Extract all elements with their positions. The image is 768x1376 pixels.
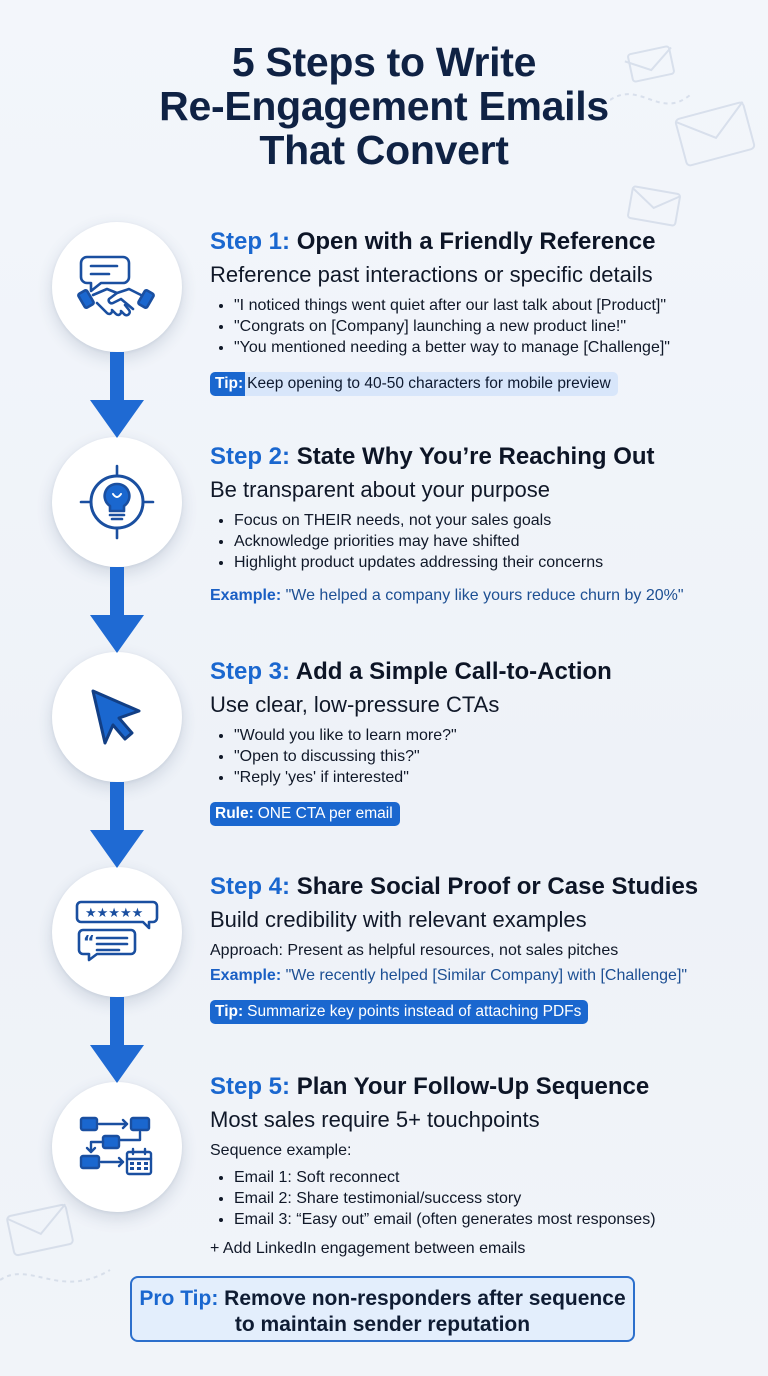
down-arrow-icon [90,352,144,438]
down-arrow-icon [90,567,144,653]
tip-label: Tip: [210,1000,244,1024]
step-subtitle: Use clear, low-pressure CTAs [210,692,500,717]
step-1-bullets: "I noticed things went quiet after our l… [210,295,755,358]
rule-label: Rule: [210,802,254,826]
cursor-arrow-icon [91,689,141,745]
reviews-chat-icon: ★★★★★ “ [75,900,159,962]
step-number: Step 2: [210,443,291,470]
step-2: Step 2: State Why You’re Reaching Out Be… [210,442,755,606]
step-number: Step 1: [210,228,291,255]
example-text: "We recently helped [Similar Company] wi… [285,967,688,984]
pro-tip-label: Pro Tip: [139,1287,219,1310]
step-1-icon-circle [52,222,182,352]
pro-tip-line-1: Pro Tip: Remove non-responders after seq… [132,1286,633,1312]
step-heading: Plan Your Follow-Up Sequence [296,1073,650,1100]
list-item: "Congrats on [Company] launching a new p… [234,316,755,337]
list-item: "Reply 'yes' if interested" [234,767,755,788]
example-text: "We helped a company like yours reduce c… [285,587,684,604]
step-heading: Open with a Friendly Reference [296,228,656,255]
list-item: Email 1: Soft reconnect [234,1167,755,1188]
step-subtitle: Most sales require 5+ touchpoints [210,1107,540,1132]
rule-text: ONE CTA per email [253,802,400,826]
envelope-decoration-icon [0,1203,111,1283]
step-4-title: Step 4: Share Social Proof or Case Studi… [210,872,755,902]
workflow-calendar-icon [79,1116,153,1176]
example-label: Example: [210,587,282,604]
example-line: Example: "We helped a company like yours… [210,585,755,606]
rule-badge: Rule:ONE CTA per email [210,802,400,826]
approach-text: Approach: Present as helpful resources, … [210,942,619,959]
list-item: "Open to discussing this?" [234,746,755,767]
example-label: Example: [210,967,282,984]
tip-text: Summarize key points instead of attachin… [243,1000,589,1024]
svg-text:★★★★★: ★★★★★ [85,906,143,921]
step-2-title: Step 2: State Why You’re Reaching Out [210,442,755,472]
list-item: Focus on THEIR needs, not your sales goa… [234,510,755,531]
title-line-3: That Convert [259,127,509,173]
example-line: Example: "We recently helped [Similar Co… [210,965,755,986]
title-line-1: 5 Steps to Write [231,39,537,85]
step-4-icon-circle: ★★★★★ “ [52,867,182,997]
step-5-bullets: Email 1: Soft reconnect Email 2: Share t… [210,1167,755,1230]
down-arrow-icon [90,997,144,1083]
step-3-bullets: "Would you like to learn more?" "Open to… [210,725,755,788]
step-number: Step 5: [210,1073,291,1100]
step-heading: Share Social Proof or Case Studies [296,873,699,900]
page-title: 5 Steps to Write Re-Engagement Emails Th… [0,40,768,172]
list-item: "I noticed things went quiet after our l… [234,295,755,316]
step-subtitle: Build credibility with relevant examples [210,907,587,932]
down-arrow-icon [90,782,144,868]
tip-badge: Tip:Keep opening to 40-50 characters for… [210,372,618,396]
title-line-2: Re-Engagement Emails [159,83,609,129]
list-item: Email 2: Share testimonial/success story [234,1188,755,1209]
tip-label: Tip: [210,372,246,396]
step-1: Step 1: Open with a Friendly Reference R… [210,227,755,396]
list-item: Acknowledge priorities may have shifted [234,531,755,552]
step-5-title: Step 5: Plan Your Follow-Up Sequence [210,1072,755,1102]
pro-tip-text-2: to maintain sender reputation [234,1313,531,1336]
step-2-bullets: Focus on THEIR needs, not your sales goa… [210,510,755,573]
chat-handshake-icon [77,255,155,317]
step-3-icon-circle [52,652,182,782]
step-number: Step 4: [210,873,291,900]
step-subtitle: Reference past interactions or specific … [210,262,653,287]
pro-tip-box: Pro Tip: Remove non-responders after seq… [130,1276,635,1342]
step-5-icon-circle [52,1082,182,1212]
step-heading: Add a Simple Call-to-Action [295,658,612,685]
step-3: Step 3: Add a Simple Call-to-Action Use … [210,657,755,826]
tip-badge: Tip:Summarize key points instead of atta… [210,1000,589,1024]
step-heading: State Why You’re Reaching Out [296,443,655,470]
step-subtitle: Be transparent about your purpose [210,477,551,502]
step-5: Step 5: Plan Your Follow-Up Sequence Mos… [210,1072,755,1259]
tip-text: Keep opening to 40-50 characters for mob… [245,372,618,396]
linkedin-note: + Add LinkedIn engagement between emails [210,1240,526,1257]
step-3-title: Step 3: Add a Simple Call-to-Action [210,657,755,687]
pro-tip-text-1: Remove non-responders after sequence [224,1287,626,1310]
sequence-intro: Sequence example: [210,1142,352,1159]
svg-text:“: “ [83,932,95,953]
list-item: Email 3: “Easy out” email (often generat… [234,1209,755,1230]
step-number: Step 3: [210,658,291,685]
list-item: "Would you like to learn more?" [234,725,755,746]
envelope-decoration-icon [610,45,756,227]
list-item: Highlight product updates addressing the… [234,552,755,573]
list-item: "You mentioned needing a better way to m… [234,337,755,358]
step-2-icon-circle [52,437,182,567]
step-4: Step 4: Share Social Proof or Case Studi… [210,872,755,1024]
step-1-title: Step 1: Open with a Friendly Reference [210,227,755,257]
lightbulb-target-icon [79,464,155,540]
